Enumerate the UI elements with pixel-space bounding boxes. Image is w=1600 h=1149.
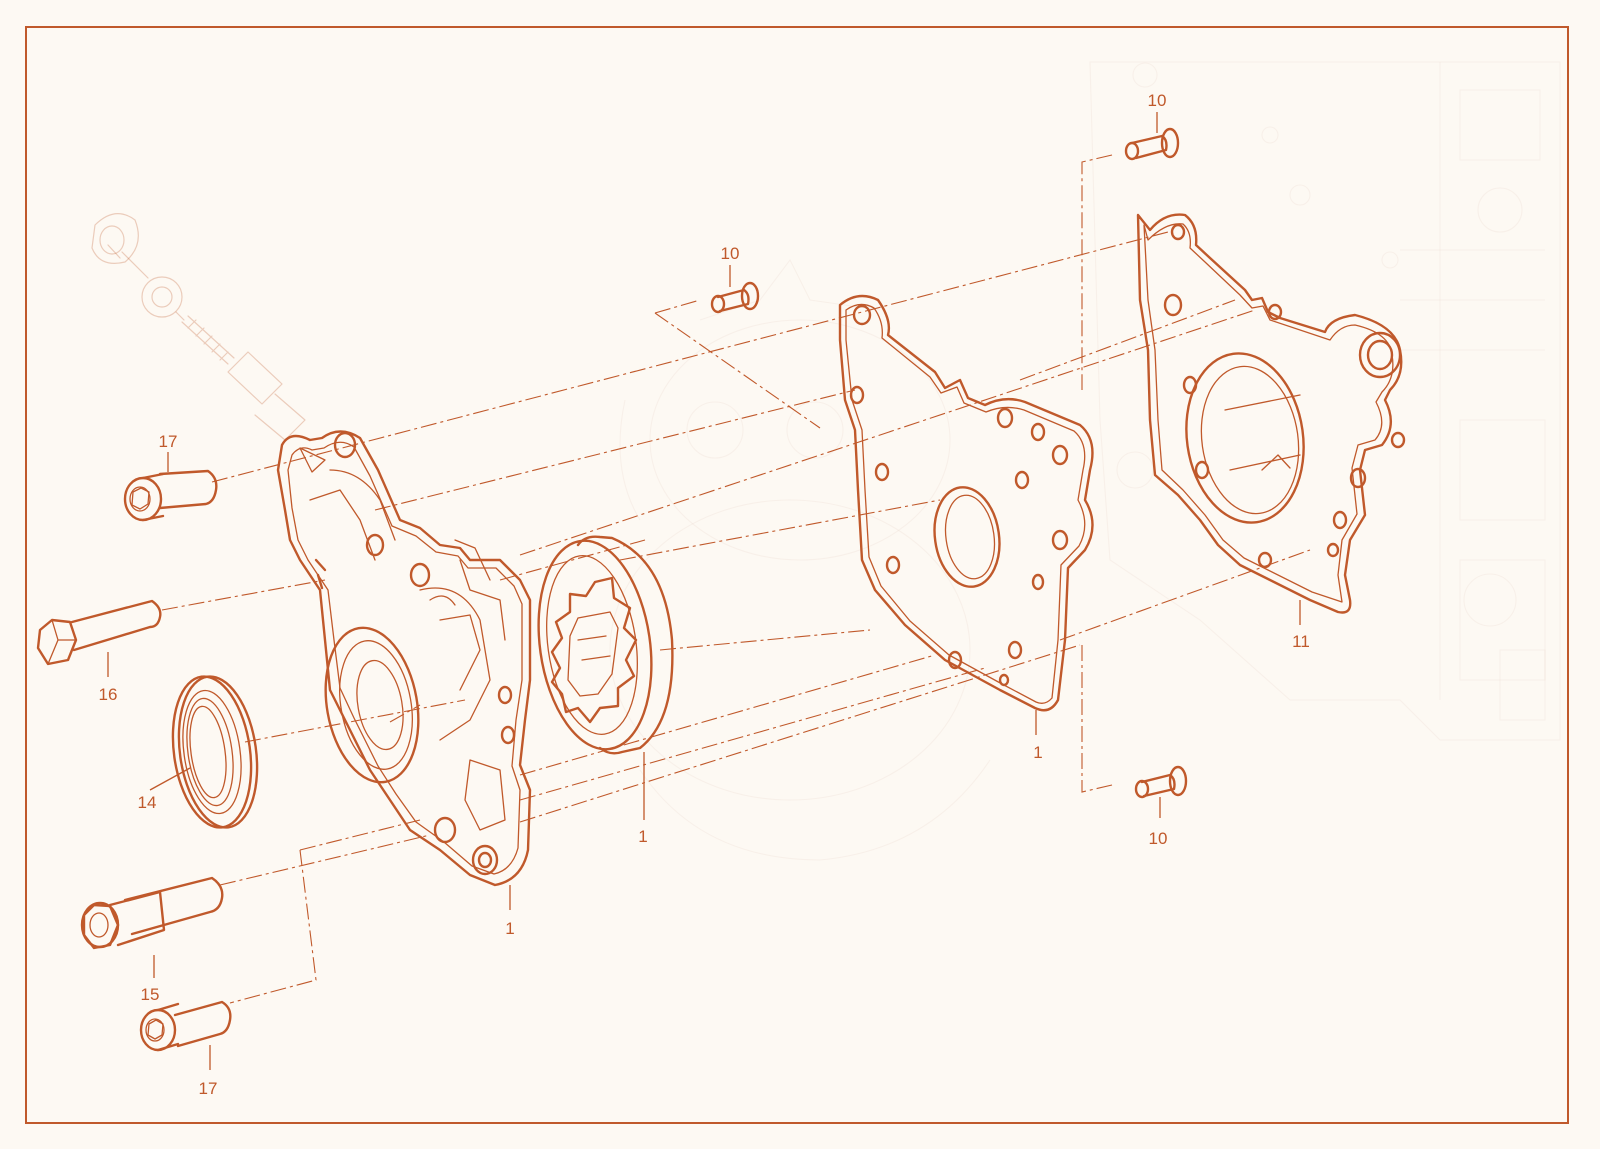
pump-plate-part-1 [838, 294, 1094, 712]
pump-housing-part-1 [276, 430, 532, 887]
sleeve-part-15 [80, 876, 224, 950]
callout-10-mid: 10 [721, 244, 740, 263]
dowel-pin-part-10-top [1124, 127, 1180, 161]
socket-bolt-part-17-top [123, 469, 218, 522]
rotor-set-part-1 [537, 535, 674, 755]
engine-block-background [1089, 61, 1561, 741]
callout-15: 15 [141, 985, 160, 1004]
callout-17-top: 17 [159, 432, 178, 451]
sketch-figure-background [609, 258, 991, 861]
callout-10-bottom: 10 [1149, 829, 1168, 848]
relief-valve-ghost-parts [91, 213, 306, 441]
dowel-pin-part-10-mid [710, 281, 760, 314]
callout-10-top: 10 [1148, 91, 1167, 110]
callout-17-bottom: 17 [199, 1079, 218, 1098]
page-frame [25, 26, 1569, 1124]
callout-1-plate: 1 [1033, 743, 1042, 762]
gasket-part-11 [1136, 213, 1406, 614]
callout-16: 16 [99, 685, 118, 704]
socket-bolt-part-17-bottom [139, 1000, 232, 1052]
callout-labels: 10 10 10 11 1 1 1 17 16 14 15 17 [99, 91, 1310, 1098]
callout-14: 14 [138, 793, 157, 812]
oil-seal-part-14 [171, 675, 259, 829]
dowel-pin-part-10-bottom [1134, 765, 1188, 799]
alignment-lines [161, 154, 1311, 1004]
callout-1-housing: 1 [505, 919, 514, 938]
callout-1-rotor: 1 [638, 827, 647, 846]
hex-bolt-part-16 [36, 599, 162, 666]
leader-lines [107, 112, 1301, 1070]
callout-11: 11 [1292, 632, 1310, 651]
